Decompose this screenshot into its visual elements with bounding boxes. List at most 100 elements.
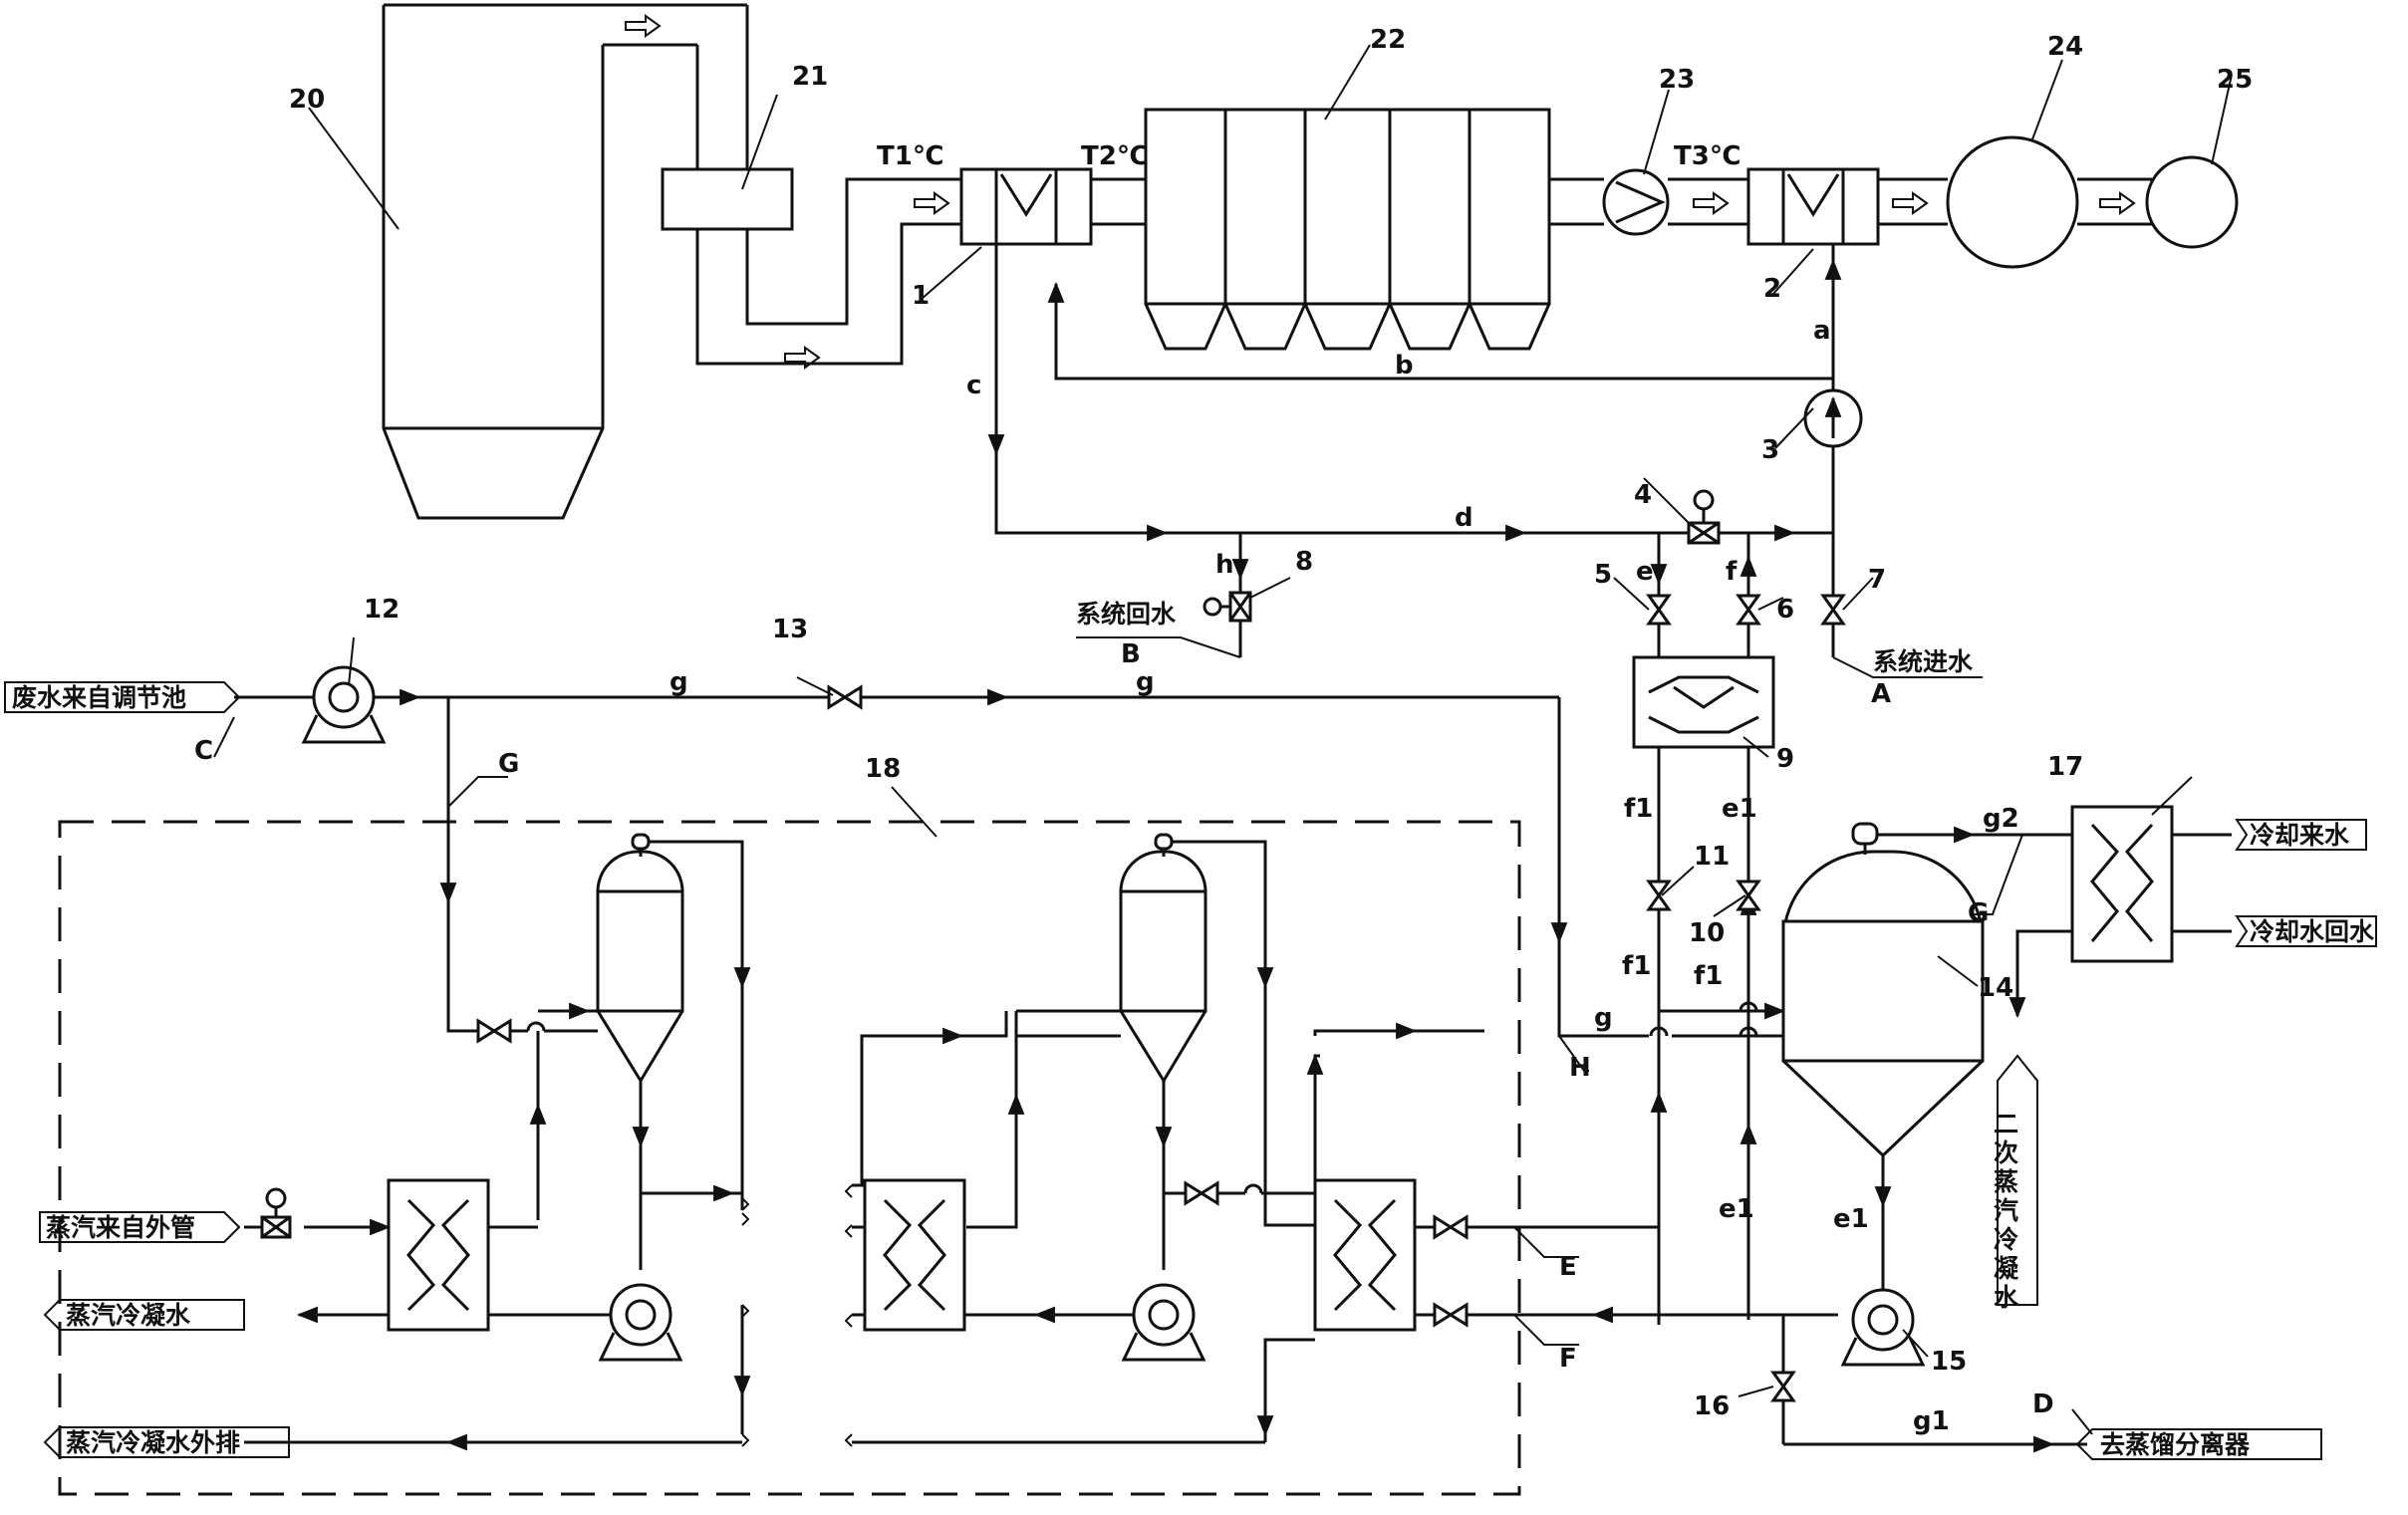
label-5: 5 <box>1594 560 1612 590</box>
line-d: d <box>1455 503 1473 533</box>
line-e1-1: e1 <box>1722 794 1757 824</box>
evaporation-unit-18 <box>58 820 1521 1496</box>
valve-11 <box>1646 880 1672 911</box>
letter-B: B <box>1121 639 1141 669</box>
letter-G-2: G <box>1968 898 1989 928</box>
line-e: e <box>1636 557 1654 587</box>
steam-heater-b1 <box>863 1178 966 1332</box>
control-valve-4 <box>1687 489 1721 545</box>
letter-labels: A B C D E F G G H <box>194 639 2054 1419</box>
line-a: a <box>1813 316 1831 346</box>
label-to-separator: 去蒸馏分离器 <box>2100 1430 2251 1459</box>
line-g1: g1 <box>1913 1406 1950 1436</box>
line-f1-3: f1 <box>1694 961 1723 991</box>
label-16: 16 <box>1694 1391 1730 1421</box>
pump-a <box>598 1283 683 1362</box>
valve-8 <box>1203 591 1252 623</box>
line-e1-3: e1 <box>1833 1204 1869 1234</box>
letter-E: E <box>1559 1252 1577 1282</box>
line-g-2: g <box>1136 667 1155 697</box>
label-13: 13 <box>772 615 808 644</box>
tag-steam-in <box>39 1211 241 1243</box>
line-h: h <box>1215 550 1234 580</box>
label-3: 3 <box>1761 435 1779 465</box>
steam-valve <box>260 1187 292 1239</box>
line-g-1: g <box>669 667 688 697</box>
precipitator-22 <box>1144 108 1551 351</box>
tag-steam-condensate <box>43 1299 245 1331</box>
line-c: c <box>966 371 981 400</box>
valve-10 <box>1736 880 1761 911</box>
label-system-in: 系统进水 <box>1873 647 1974 676</box>
line-f: f <box>1726 557 1738 587</box>
label-18: 18 <box>865 754 901 784</box>
label-4: 4 <box>1634 480 1652 510</box>
pump-b <box>1121 1283 1206 1362</box>
flue-heat-exchanger-1 <box>959 167 1093 246</box>
label-25: 25 <box>2217 65 2253 95</box>
label-17: 17 <box>2047 752 2083 782</box>
evaporator-a <box>596 833 684 1084</box>
tag-secondary-condensate <box>1997 1054 2038 1306</box>
desulfurization-tower-24 <box>1946 135 2079 269</box>
label-steam-in: 蒸汽来自外管 <box>46 1213 195 1242</box>
valve-E <box>1433 1214 1469 1240</box>
valve-5 <box>1646 594 1672 626</box>
label-steam-condensate: 蒸汽冷凝水 <box>66 1301 191 1330</box>
line-g2: g2 <box>1983 804 2019 834</box>
label-24: 24 <box>2047 32 2083 62</box>
line-f1-1: f1 <box>1624 794 1653 824</box>
label-wastewater-in: 废水来自调节池 <box>12 683 186 712</box>
leader-lines <box>213 44 2233 1435</box>
valve-F <box>1433 1302 1469 1328</box>
tag-steam-condensate-out <box>43 1426 290 1458</box>
temp-t3: T3℃ <box>1674 141 1740 171</box>
label-2: 2 <box>1763 274 1781 304</box>
label-1: 1 <box>912 281 930 311</box>
line-b: b <box>1395 351 1414 380</box>
induced-fan-23 <box>1602 168 1670 236</box>
valve-16 <box>1770 1371 1796 1402</box>
heat-exchanger-9 <box>1632 655 1775 749</box>
label-21: 21 <box>792 62 828 92</box>
boiler-20 <box>382 3 747 520</box>
valve-13 <box>827 684 863 710</box>
tag-cooling-in <box>2235 819 2367 851</box>
valve-G <box>476 1018 512 1044</box>
tag-wastewater-in <box>4 681 241 713</box>
tag-to-separator <box>2075 1428 2322 1460</box>
letter-F: F <box>1559 1344 1577 1374</box>
line-e1-2: e1 <box>1719 1194 1754 1224</box>
flue-heat-exchanger-2 <box>1746 167 1880 246</box>
letter-H: H <box>1569 1053 1591 1083</box>
temp-t1: T1℃ <box>877 141 943 171</box>
valve-6 <box>1736 594 1761 626</box>
label-steam-condensate-out: 蒸汽冷凝水外排 <box>66 1428 240 1457</box>
temp-t2: T2℃ <box>1081 141 1148 171</box>
letter-C: C <box>194 736 213 766</box>
label-14: 14 <box>1978 973 2013 1003</box>
flow-arrows <box>625 14 2136 370</box>
label-22: 22 <box>1370 25 1406 55</box>
label-12: 12 <box>364 595 400 625</box>
label-15: 15 <box>1931 1347 1967 1377</box>
feed-pump-12 <box>301 665 387 744</box>
label-11: 11 <box>1694 842 1730 872</box>
temperature-labels: T1℃ T2℃ T3℃ <box>877 141 1740 171</box>
label-10: 10 <box>1689 918 1725 948</box>
valve-7 <box>1820 594 1846 626</box>
air-preheater-21 <box>661 167 794 231</box>
label-cooling-return: 冷却水回水 <box>2250 917 2375 946</box>
letter-G-1: G <box>498 749 519 779</box>
letter-A: A <box>1871 679 1891 709</box>
label-system-return: 系统回水 <box>1076 600 1177 629</box>
line-f1-2: f1 <box>1622 951 1651 981</box>
label-20: 20 <box>289 85 325 115</box>
number-labels: 20 21 22 23 24 25 1 2 3 4 5 6 7 8 9 10 1… <box>289 25 2253 1421</box>
label-6: 6 <box>1776 595 1794 625</box>
valve-b <box>1184 1180 1219 1206</box>
tag-cooling-return <box>2235 915 2377 947</box>
line-labels: a b c d e f g g g h f1 e1 f1 f1 e1 e1 g1… <box>669 316 2019 1436</box>
letter-D: D <box>2032 1389 2054 1419</box>
